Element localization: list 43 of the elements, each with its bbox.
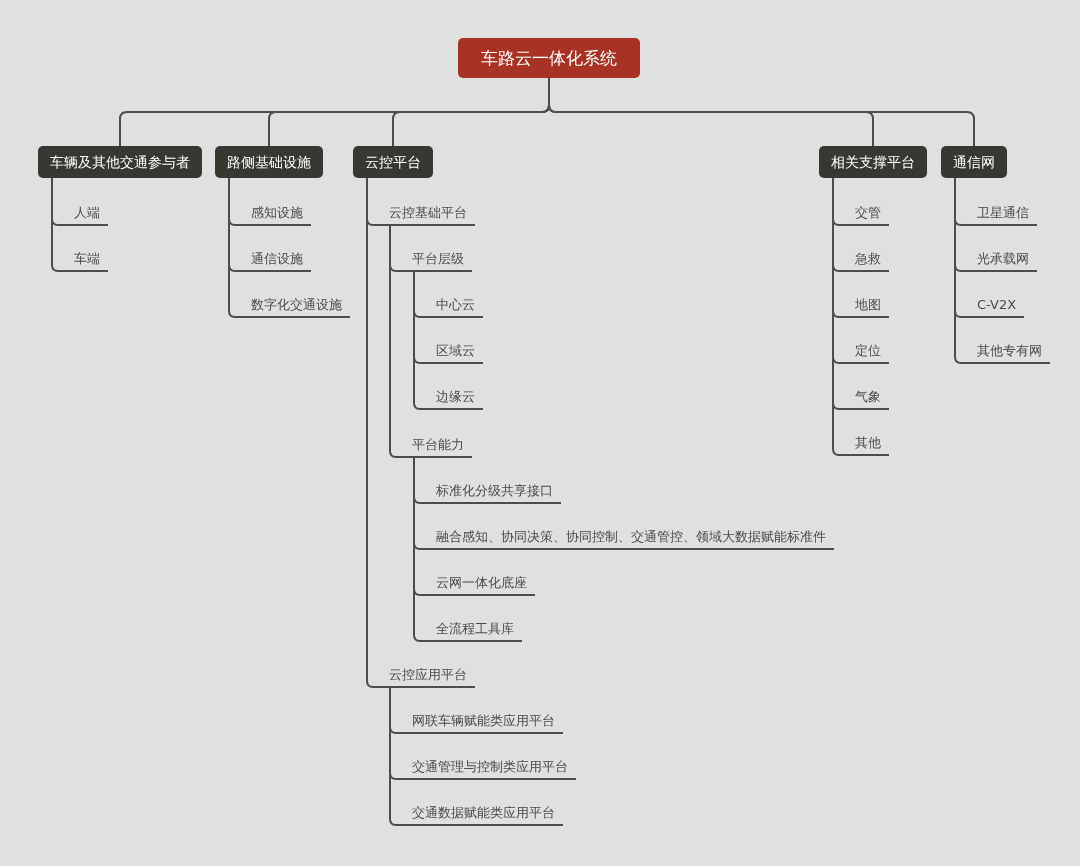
underlined-topic: 人端 — [58, 202, 108, 226]
underlined-topic: 区域云 — [420, 340, 483, 364]
connector-line — [228, 177, 236, 318]
underlined-topic: C-V2X — [961, 294, 1025, 318]
underlined-topic: 融合感知、协同决策、协同控制、交通管控、领域大数据赋能标准件 — [420, 526, 834, 550]
underlined-topic: 云控基础平台 — [373, 202, 475, 226]
underlined-topic: 中心云 — [420, 294, 483, 318]
branch-box: 通信网 — [941, 146, 1007, 178]
connector-line — [389, 225, 397, 458]
underlined-topic: 平台层级 — [396, 248, 472, 272]
underlined-topic: 车端 — [58, 248, 108, 272]
underlined-topic: 交管 — [839, 202, 889, 226]
underlined-topic: 边缘云 — [420, 386, 483, 410]
connector-line — [389, 687, 397, 826]
underlined-topic: 数字化交通设施 — [235, 294, 350, 318]
central-topic-box: 车路云一体化系统 — [458, 38, 640, 78]
branch-box: 车辆及其他交通参与者 — [38, 146, 202, 178]
underlined-topic: 定位 — [839, 340, 889, 364]
connector-line — [832, 177, 840, 456]
underlined-topic: 标准化分级共享接口 — [420, 480, 561, 504]
underlined-topic: 光承载网 — [961, 248, 1037, 272]
connector-line — [413, 271, 421, 410]
underlined-topic: 交通数据赋能类应用平台 — [396, 802, 563, 826]
underlined-topic: 其他专有网 — [961, 340, 1050, 364]
underlined-topic: 地图 — [839, 294, 889, 318]
underlined-topic: 通信设施 — [235, 248, 311, 272]
underlined-topic: 其他 — [839, 432, 889, 456]
underlined-topic: 网联车辆赋能类应用平台 — [396, 710, 563, 734]
underlined-topic: 感知设施 — [235, 202, 311, 226]
underlined-topic: 平台能力 — [396, 434, 472, 458]
underlined-topic: 卫星通信 — [961, 202, 1037, 226]
underlined-topic: 云控应用平台 — [373, 664, 475, 688]
branch-box: 相关支撑平台 — [819, 146, 927, 178]
branch-box: 云控平台 — [353, 146, 433, 178]
branch-box: 路侧基础设施 — [215, 146, 323, 178]
connector-line — [51, 177, 59, 272]
underlined-topic: 气象 — [839, 386, 889, 410]
underlined-topic: 云网一体化底座 — [420, 572, 535, 596]
connector-line — [413, 457, 421, 642]
connector-line — [954, 177, 962, 364]
underlined-topic: 交通管理与控制类应用平台 — [396, 756, 576, 780]
underlined-topic: 全流程工具库 — [420, 618, 522, 642]
underlined-topic: 急救 — [839, 248, 889, 272]
